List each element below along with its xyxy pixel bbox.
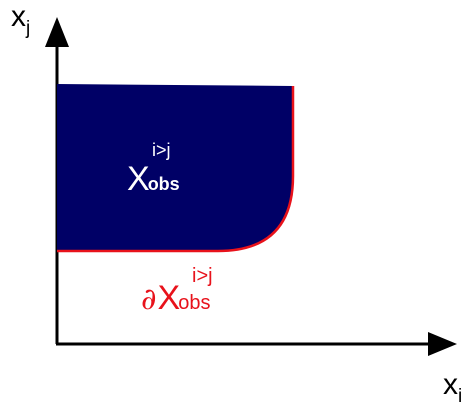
observation-region-boundary — [57, 86, 295, 253]
region-label: Xobs — [127, 160, 180, 198]
boundary-label-superscript: i>j — [192, 265, 213, 287]
y-axis-label: xj — [11, 0, 30, 39]
region-label-subscript: obs — [148, 174, 180, 194]
observation-region — [57, 84, 293, 251]
boundary-label-subscript: obs — [178, 292, 210, 314]
y-axis-arrowhead — [45, 17, 69, 47]
region-label-base: X — [127, 160, 150, 198]
x-axis-label-subscript: i — [458, 386, 462, 407]
x-axis-label-base: x — [443, 368, 458, 401]
x-axis-arrowhead — [428, 332, 457, 356]
x-axis-label: xi — [443, 368, 462, 407]
y-axis-label-base: x — [11, 0, 26, 33]
boundary-partial-symbol: ∂ — [141, 282, 157, 317]
boundary-label-base: X — [158, 279, 181, 317]
y-axis-label-subscript: j — [25, 18, 30, 39]
region-label-superscript: i>j — [152, 140, 171, 160]
boundary-label: ∂Xobs — [141, 279, 210, 317]
